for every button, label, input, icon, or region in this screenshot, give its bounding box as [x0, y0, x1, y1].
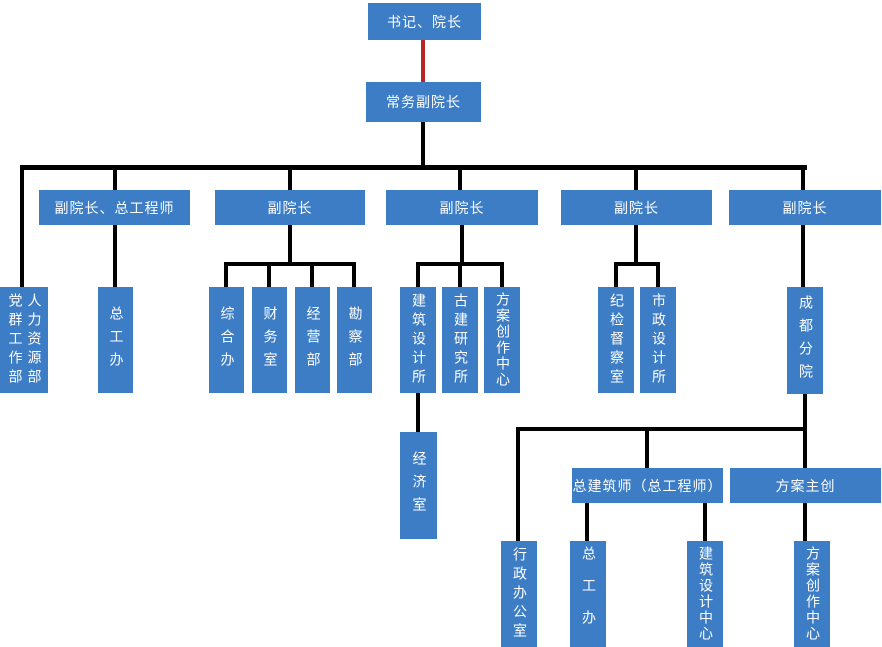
connector-line: [310, 262, 314, 287]
connector-line: [416, 262, 420, 287]
connector-line: [500, 262, 504, 287]
node-discipline-inspection-office: 纪检督察室: [598, 287, 634, 393]
node-label-party-mass: 党群工作部: [6, 292, 23, 388]
node-heritage-research-institute: 古建研究所: [442, 287, 478, 393]
node-operations-dept: 经营部: [295, 287, 330, 393]
node-vp-5: 副院长: [729, 190, 881, 225]
node-label: 财务室: [261, 305, 278, 375]
node-scheme-lead: 方案主创: [730, 468, 881, 503]
node-label: 市政设计所: [650, 292, 666, 388]
node-label: 方案创作中心: [494, 292, 510, 388]
node-label: 建筑设计所: [410, 292, 426, 388]
connector-line: [614, 262, 618, 287]
connector-line: [614, 262, 660, 266]
node-label: 勘察部: [346, 305, 363, 375]
node-label: 综合办: [218, 305, 235, 375]
connector-line: [224, 262, 228, 287]
node-party-mass-and-hr: 党群工作部 人力资源部: [0, 287, 48, 393]
node-vp-3: 副院长: [386, 190, 538, 225]
node-label: 副院长: [267, 200, 313, 217]
node-executive-vice-president: 常务副院长: [366, 82, 481, 122]
connector-line: [416, 393, 420, 432]
node-label: 纪检督察室: [608, 292, 624, 388]
connector-line: [803, 394, 807, 431]
connector-line: [645, 427, 649, 468]
node-label: 副院长: [614, 200, 659, 217]
node-scheme-creation-center: 方案创作中心: [484, 287, 520, 393]
connector-line: [703, 503, 707, 541]
node-label: 古建研究所: [452, 292, 468, 388]
node-label: 建筑设计中心: [697, 546, 713, 642]
connector-line: [516, 427, 807, 431]
connector-trunk: [20, 165, 807, 170]
connector-president-evp: [421, 40, 425, 82]
node-label: 行政办公室: [511, 546, 527, 642]
node-chief-engineer-office-branch: 总工办: [570, 541, 606, 647]
node-label: 书记、院长: [387, 14, 462, 31]
connector-line: [267, 262, 271, 287]
node-label: 方案主创: [775, 478, 836, 495]
connector-line: [458, 165, 462, 190]
connector-line: [288, 225, 292, 266]
node-vp-chief-engineer: 副院长、总工程师: [39, 190, 190, 225]
node-label: 总工办: [107, 305, 124, 375]
connector-line: [516, 427, 520, 541]
connector-line: [113, 225, 117, 287]
connector-line: [803, 503, 807, 541]
node-label: 副院长、总工程师: [54, 200, 175, 217]
node-vp-2: 副院长: [215, 190, 365, 225]
node-municipal-design-institute: 市政设计所: [640, 287, 676, 393]
node-label: 总工办: [580, 546, 596, 642]
node-label: 方案创作中心: [804, 546, 820, 642]
node-scheme-creation-center-branch: 方案创作中心: [794, 541, 830, 647]
connector-line: [458, 262, 462, 287]
connector-line: [421, 122, 425, 169]
connector-line: [634, 225, 638, 266]
connector-line: [288, 165, 292, 190]
node-president: 书记、院长: [368, 3, 481, 40]
node-label: 常务副院长: [386, 95, 461, 111]
connector-line: [352, 262, 356, 287]
node-chief-engineer-office: 总工办: [98, 287, 133, 393]
connector-line: [801, 225, 805, 287]
node-chief-architect: 总建筑师（总工程师）: [572, 468, 723, 503]
node-label: 副院长: [782, 200, 828, 217]
node-architectural-design-institute: 建筑设计所: [400, 287, 436, 393]
node-chengdu-branch: 成都分院: [787, 287, 823, 394]
node-label: 经济室: [410, 451, 427, 520]
node-finance-office: 财务室: [252, 287, 287, 393]
connector-line: [585, 503, 589, 541]
connector-line: [224, 262, 356, 266]
node-economics-office: 经济室: [400, 432, 437, 539]
node-label: 成都分院: [797, 294, 813, 387]
connector-line: [803, 427, 807, 468]
node-vp-4: 副院长: [561, 190, 712, 225]
node-label-hr: 人力资源部: [25, 292, 42, 388]
node-label: 总建筑师（总工程师）: [572, 478, 723, 495]
connector-line: [460, 225, 464, 266]
connector-line: [634, 165, 638, 190]
node-label: 经营部: [304, 305, 321, 375]
connector-line: [801, 165, 805, 190]
connector-line: [20, 165, 24, 287]
node-general-office: 综合办: [209, 287, 244, 393]
node-administrative-office: 行政办公室: [501, 541, 537, 647]
node-label: 副院长: [439, 200, 485, 217]
connector-line: [113, 165, 117, 190]
node-survey-dept: 勘察部: [337, 287, 372, 393]
connector-line: [656, 262, 660, 287]
node-architectural-design-center: 建筑设计中心: [687, 541, 723, 647]
